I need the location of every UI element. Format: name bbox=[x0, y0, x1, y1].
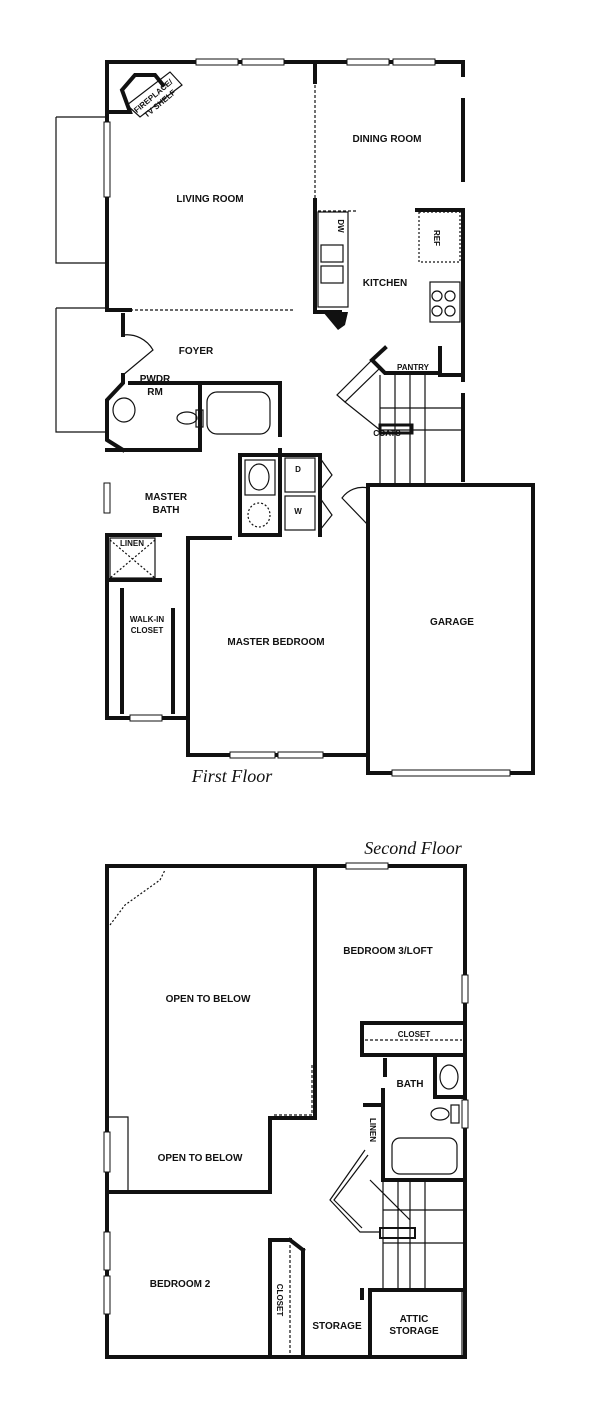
closet-label: CLOSET bbox=[398, 1030, 431, 1039]
first-floor-walls bbox=[55, 58, 535, 777]
pantry-label: PANTRY bbox=[397, 363, 430, 372]
attic-storage-label: ATTIC bbox=[400, 1314, 429, 1325]
dryer-label: D bbox=[295, 465, 301, 474]
bedroom-2-label: BEDROOM 2 bbox=[150, 1279, 211, 1290]
living-room-label: LIVING ROOM bbox=[176, 194, 243, 205]
second-floor-title: Second Floor bbox=[364, 838, 462, 858]
master-bath-label: MASTER bbox=[145, 492, 188, 503]
open-to-below-label: OPEN TO BELOW bbox=[166, 994, 251, 1005]
svg-text:BATH: BATH bbox=[152, 505, 179, 516]
foyer-label: FOYER bbox=[179, 346, 214, 357]
svg-text:FIREPLACE/TV SHELF: FIREPLACE/TV SHELF bbox=[132, 77, 181, 123]
svg-text:CLOSET: CLOSET bbox=[131, 626, 164, 635]
washer-label: W bbox=[294, 507, 302, 516]
walk-in-closet-label: WALK-IN bbox=[130, 615, 164, 624]
master-bedroom-label: MASTER BEDROOM bbox=[227, 637, 324, 648]
coats-label: COATS bbox=[373, 429, 401, 438]
first-floor-title: First Floor bbox=[191, 766, 274, 786]
linen-label: LINEN bbox=[120, 539, 144, 548]
refrigerator-label: REF bbox=[432, 230, 441, 246]
bedroom-3-loft-label: BEDROOM 3/LOFT bbox=[343, 946, 432, 957]
dishwasher-label: DW bbox=[336, 219, 345, 233]
bath-label: BATH bbox=[396, 1079, 423, 1090]
svg-text:STORAGE: STORAGE bbox=[389, 1326, 439, 1337]
dining-room-label: DINING ROOM bbox=[353, 134, 422, 145]
open-to-below-label: OPEN TO BELOW bbox=[158, 1153, 243, 1164]
powder-room-label: PWDR bbox=[140, 374, 171, 385]
kitchen-label: KITCHEN bbox=[363, 278, 407, 289]
linen-label: LINEN bbox=[368, 1118, 377, 1142]
svg-text:RM: RM bbox=[147, 387, 163, 398]
closet-label: CLOSET bbox=[275, 1284, 284, 1317]
garage-label: GARAGE bbox=[430, 617, 474, 628]
second-floor-walls bbox=[103, 862, 469, 1359]
storage-label: STORAGE bbox=[312, 1321, 362, 1332]
